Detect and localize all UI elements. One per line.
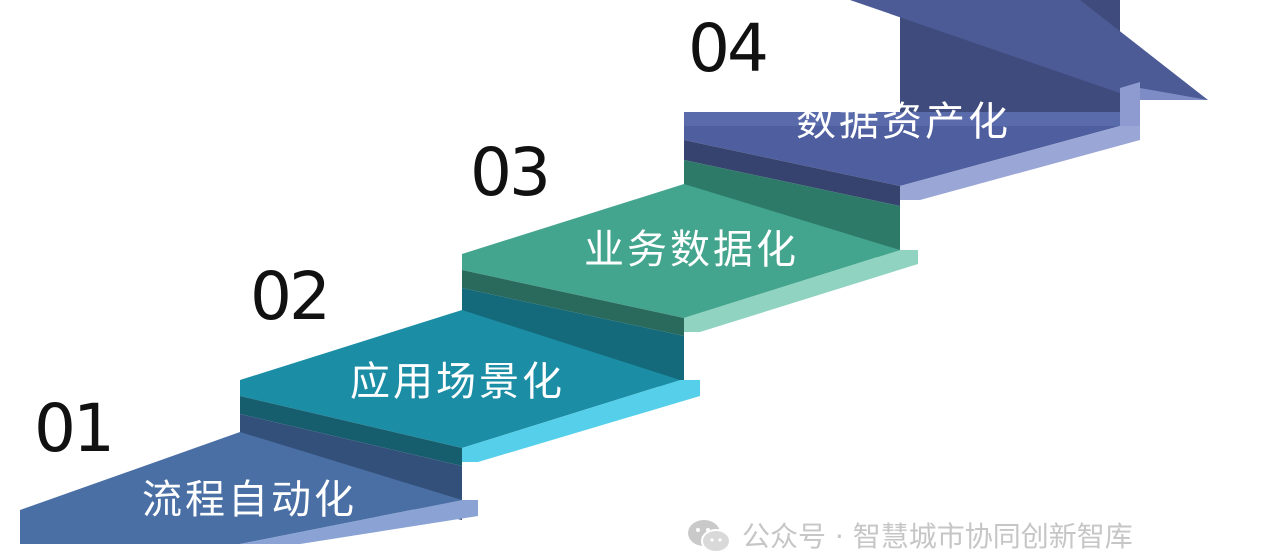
step-3-riser (462, 270, 684, 336)
step-4-number: 04 (688, 10, 769, 87)
step-4-top (684, 112, 1120, 126)
step-1-top-face (20, 432, 462, 544)
step-4-edge (900, 126, 1140, 200)
arrow-head-top (850, 0, 1208, 100)
watermark: 公众号 · 智慧城市协同创新智库 (686, 520, 1133, 553)
step-2-top-face (240, 310, 680, 448)
step-4-top-face (684, 126, 1120, 186)
step-3-label: 业务数据化 (584, 227, 799, 273)
step-2-riser (240, 396, 462, 466)
step-4-shape (684, 0, 1208, 206)
arrow-shaft-side (1120, 82, 1140, 134)
step-3-top-face (462, 184, 900, 318)
wechat-icon (688, 520, 731, 553)
step-3-edge (684, 250, 918, 332)
step-2-shape (240, 288, 700, 466)
watermark-text: 公众号 · 智慧城市协同创新智库 (742, 520, 1133, 553)
step-2-label: 应用场景化 (350, 359, 565, 405)
step-3-shape (462, 160, 918, 336)
step-1-shape (20, 414, 478, 544)
step-1-edge (240, 500, 478, 544)
step-2-edge (462, 380, 700, 462)
step-3-number: 03 (470, 134, 551, 211)
step-4-riser (684, 140, 900, 206)
arrow-head-side (1140, 88, 1208, 100)
step-1-number: 01 (34, 390, 115, 467)
step-1-label: 流程自动化 (142, 477, 357, 523)
step-4-label: 数据资产化 (796, 99, 1011, 145)
step-2-number: 02 (250, 258, 331, 335)
